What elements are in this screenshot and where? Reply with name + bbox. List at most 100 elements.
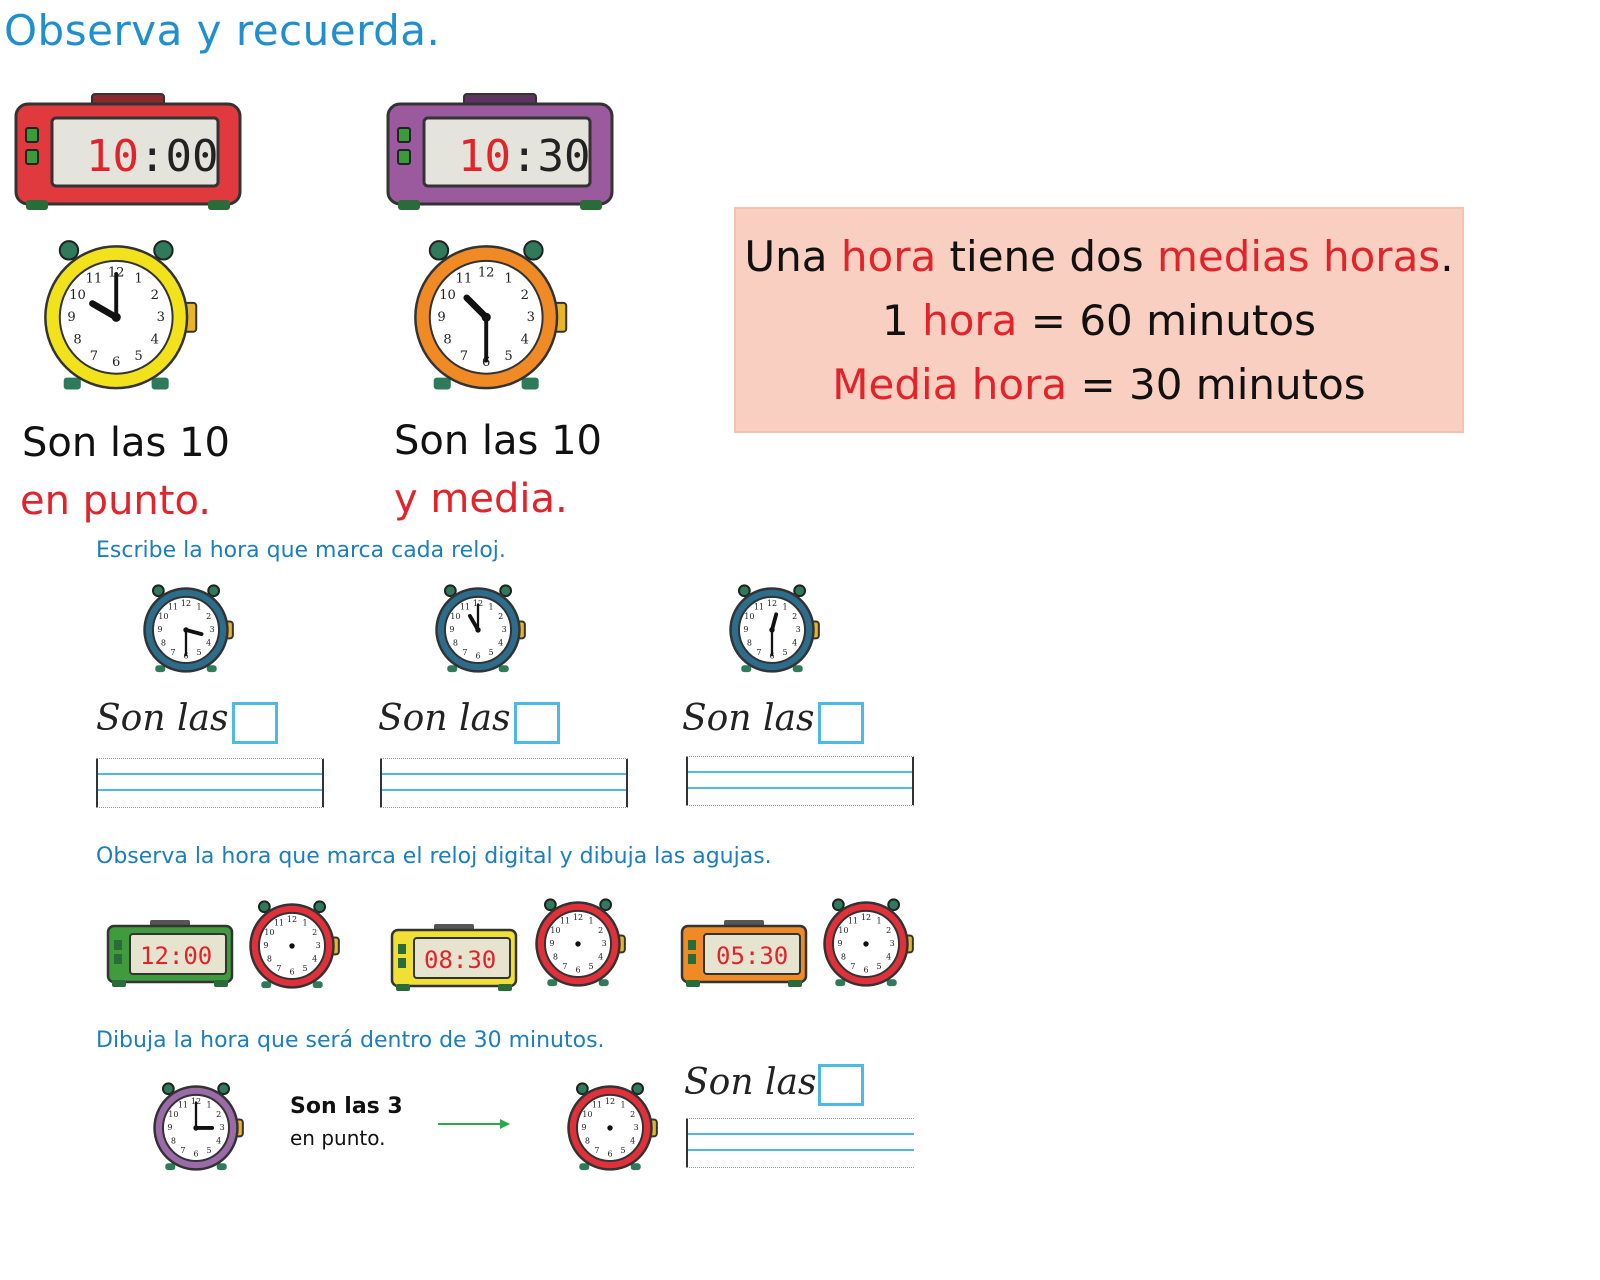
- info-line-2: 1 hora = 60 minutos: [736, 289, 1462, 353]
- clock-numeral: 10: [582, 1110, 592, 1119]
- info-line-3: Media hora = 30 minutos: [736, 353, 1462, 417]
- writing-line-2[interactable]: [380, 758, 628, 808]
- clock-numeral: 9: [263, 941, 268, 950]
- clock-numeral: 6: [607, 1149, 612, 1158]
- writing-line-1[interactable]: [96, 758, 324, 808]
- clock-numeral: 8: [553, 952, 558, 961]
- digital-hour: 10: [86, 131, 139, 182]
- clock-numeral: 1: [134, 272, 142, 287]
- clock-numeral: 5: [134, 349, 142, 364]
- clock-numeral: 8: [443, 333, 451, 348]
- info-highlight: hora: [922, 296, 1018, 345]
- digital-time-2: 08:30: [424, 946, 497, 974]
- hour-answer-box-1[interactable]: [232, 702, 278, 744]
- clock-numeral: 4: [151, 333, 159, 348]
- clock-numeral: 2: [886, 926, 891, 935]
- info-text: = 30 minutos: [1067, 360, 1366, 409]
- digital-time-3: 05:30: [716, 942, 789, 970]
- clock-numeral: 6: [112, 355, 120, 370]
- arrow-right-icon: [438, 1119, 510, 1129]
- clock-numeral: 7: [180, 1146, 185, 1155]
- given-time-line2: en punto.: [290, 1126, 386, 1150]
- clock-numeral: 6: [863, 965, 868, 974]
- info-text: = 60 minutos: [1017, 296, 1316, 345]
- son-las-prompt: Son las: [96, 698, 229, 739]
- clock-numeral: 6: [289, 967, 294, 976]
- clock-numeral: 12: [767, 599, 777, 608]
- clock-numeral: 3: [602, 939, 607, 948]
- clock-numeral: 4: [216, 1136, 221, 1145]
- info-highlight: Media hora: [832, 360, 1068, 409]
- clock-numeral: 1: [783, 603, 788, 612]
- clock-numeral: 2: [792, 612, 797, 621]
- clock-numeral: 11: [560, 917, 570, 926]
- clock-numeral: 7: [850, 962, 855, 971]
- clock-numeral: 7: [756, 648, 761, 657]
- clock-numeral: 4: [598, 952, 603, 961]
- clock-numeral: 5: [197, 648, 202, 657]
- clock-numeral: 11: [86, 272, 103, 287]
- clock-numeral: 8: [267, 954, 272, 963]
- digital-time-1: 12:00: [140, 942, 213, 970]
- clock-numeral: 11: [168, 603, 178, 612]
- writing-line-4[interactable]: [686, 1118, 914, 1168]
- digital-minutes: :30: [510, 131, 591, 182]
- clock-numeral: 4: [630, 1136, 635, 1145]
- info-line-1: Una hora tiene dos medias horas.: [736, 225, 1462, 289]
- digital-alarm-clock-purple: [386, 93, 614, 210]
- clock-numeral: 10: [744, 612, 754, 621]
- son-las-prompt: Son las: [378, 698, 511, 739]
- clock-numeral: 10: [69, 288, 86, 303]
- writing-line-3[interactable]: [686, 756, 914, 806]
- clock-numeral: 2: [312, 928, 317, 937]
- clock-numeral: 10: [264, 928, 274, 937]
- clock-numeral: 3: [796, 625, 801, 634]
- clock-numeral: 9: [167, 1123, 172, 1132]
- info-highlight: medias horas: [1156, 232, 1441, 281]
- clock-numeral: 7: [460, 349, 468, 364]
- clock-numeral: 1: [877, 917, 882, 926]
- clock-numeral: 8: [747, 638, 752, 647]
- digital-clock-green: [106, 920, 234, 987]
- clock-numeral: 2: [521, 288, 529, 303]
- clock-numeral: 4: [312, 954, 317, 963]
- clock-numeral: 1: [621, 1101, 626, 1110]
- hour-answer-box-2[interactable]: [514, 702, 560, 744]
- clock-numeral: 12: [478, 266, 495, 281]
- clock-numeral: 11: [456, 272, 473, 287]
- clock-numeral: 12: [861, 913, 871, 922]
- example-2-line1: Son las 10: [394, 418, 603, 464]
- clock-numeral: 8: [841, 952, 846, 961]
- clock-numeral: 5: [489, 648, 494, 657]
- digital-alarm-clock-red: [14, 93, 242, 210]
- clock-numeral: 1: [489, 603, 494, 612]
- clock-numeral: 11: [754, 603, 764, 612]
- clock-numeral: 3: [890, 939, 895, 948]
- clock-numeral: 10: [168, 1110, 178, 1119]
- hour-answer-box-4[interactable]: [818, 1064, 864, 1106]
- clock-numeral: 8: [585, 1136, 590, 1145]
- digital-display-2: 10:30: [458, 131, 590, 182]
- given-time-line1: Son las 3: [290, 1094, 403, 1119]
- clock-numeral: 12: [605, 1097, 615, 1106]
- clock-numeral: 1: [589, 917, 594, 926]
- clock-numeral: 9: [157, 625, 162, 634]
- hour-answer-box-3[interactable]: [818, 702, 864, 744]
- clock-numeral: 11: [848, 917, 858, 926]
- clock-numeral: 9: [743, 625, 748, 634]
- page-title: Observa y recuerda.: [4, 6, 441, 55]
- clock-numeral: 2: [630, 1110, 635, 1119]
- clock-numeral: 5: [877, 962, 882, 971]
- exercise-3-instruction: Dibuja la hora que será dentro de 30 min…: [96, 1028, 605, 1053]
- clock-numeral: 1: [197, 603, 202, 612]
- digital-minutes: :00: [138, 131, 219, 182]
- exercise-1-instruction: Escribe la hora que marca cada reloj.: [96, 538, 506, 563]
- clock-numeral: 5: [303, 964, 308, 973]
- digital-hour: 10: [458, 131, 511, 182]
- example-1-line2: en punto.: [20, 478, 211, 524]
